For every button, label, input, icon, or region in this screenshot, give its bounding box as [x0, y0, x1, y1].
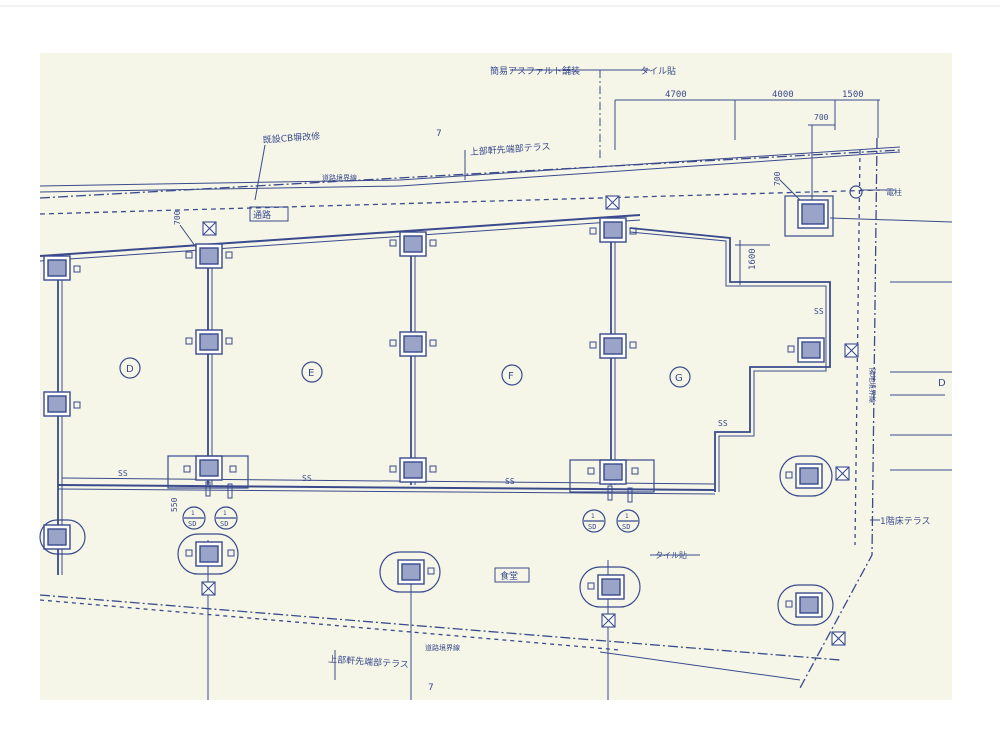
column-d1: [43, 255, 71, 281]
inspection-box-1: [202, 221, 217, 236]
road-boundary-bottom-label: 道路境界線: [425, 643, 460, 652]
sd-label-2: SD: [220, 520, 228, 528]
road-boundary-top: 道路境界線: [322, 173, 357, 182]
inspection-box-4: [835, 466, 850, 481]
sd-label-4: SD: [622, 523, 630, 531]
unit-g-outline: [629, 227, 831, 492]
front-wall: [39, 214, 641, 257]
sd-num-1: 1: [191, 510, 195, 517]
inspection-box-6: [601, 613, 616, 628]
pave-note: 簡易アスファルト舗装: [490, 65, 580, 77]
ss-label-3: SS: [505, 477, 515, 486]
cafeteria-label: 食堂: [500, 570, 518, 582]
sd-num-2: 1: [223, 510, 227, 517]
floor-terrace-note: 1階床テラス: [880, 515, 931, 527]
column-e3: [195, 455, 223, 481]
column-g2: [599, 333, 627, 359]
column-d2: [43, 391, 71, 417]
dim-700-right: 700: [773, 171, 782, 186]
ss-label-1: SS: [118, 469, 128, 478]
right-boundary: [799, 137, 878, 689]
electric-pole-label: 電柱: [886, 187, 902, 197]
column-g3: [599, 459, 627, 485]
pad-front-e: [177, 533, 239, 575]
column-top-right: [797, 199, 829, 229]
ss-label-2: SS: [302, 474, 312, 483]
pad-front-f: [379, 551, 441, 593]
tile-note-mid: タイル貼: [655, 550, 687, 560]
column-g4: [797, 337, 825, 363]
electric-pole-symbol: [849, 185, 863, 199]
access-road-label: 通路: [253, 209, 271, 221]
inspection-box-3: [844, 343, 859, 358]
dim-4000: 4000: [772, 90, 794, 100]
column-d3: [43, 524, 71, 550]
dim-550: 550: [170, 497, 179, 512]
pad-right-1: [779, 455, 833, 497]
dim-1500: 1500: [842, 90, 864, 100]
sd-drain-2: [214, 506, 238, 530]
dim-1600: 1600: [748, 248, 758, 270]
paper-sheet: [40, 53, 952, 700]
column-f3: [399, 457, 427, 483]
unit-f-label: F: [508, 371, 514, 382]
inspection-box-7: [831, 631, 846, 646]
dim-4700: 4700: [665, 90, 687, 100]
dim-700-top: 700: [814, 113, 829, 122]
sd-drain-4: [616, 509, 640, 533]
sd-label-1: SD: [188, 520, 196, 528]
inspection-box-2: [605, 195, 620, 210]
level-bottom: 7: [428, 683, 434, 693]
sd-drain-1: [182, 506, 206, 530]
road-boundary-bottom: [39, 594, 841, 661]
right-boundary-note: 隣地境界線: [868, 368, 877, 403]
pad-left-bottom: [39, 519, 86, 555]
ss-label-4: SS: [718, 419, 728, 428]
unit-d-label: D: [126, 364, 134, 375]
unit-g-label: G: [675, 373, 683, 384]
tile-note-top: タイル貼: [640, 65, 676, 77]
pad-front-g: [579, 566, 641, 608]
column-f2: [399, 331, 427, 357]
sd-drain-3: [582, 509, 606, 533]
dim-700-left: 700: [173, 210, 182, 225]
inspection-box-5: [201, 581, 216, 596]
level-top: 7: [436, 129, 442, 139]
column-f1: [399, 231, 427, 257]
unit-d-right-label: D: [938, 378, 946, 389]
ss-label-5: SS: [814, 307, 824, 316]
sd-label-3: SD: [588, 523, 596, 531]
column-g1: [599, 217, 627, 243]
column-e2: [195, 329, 223, 355]
sd-num-3: 1: [591, 513, 595, 520]
column-e1: [195, 243, 223, 269]
sd-num-4: 1: [625, 513, 629, 520]
unit-e-label: E: [308, 368, 314, 379]
pad-right-2: [777, 584, 834, 626]
